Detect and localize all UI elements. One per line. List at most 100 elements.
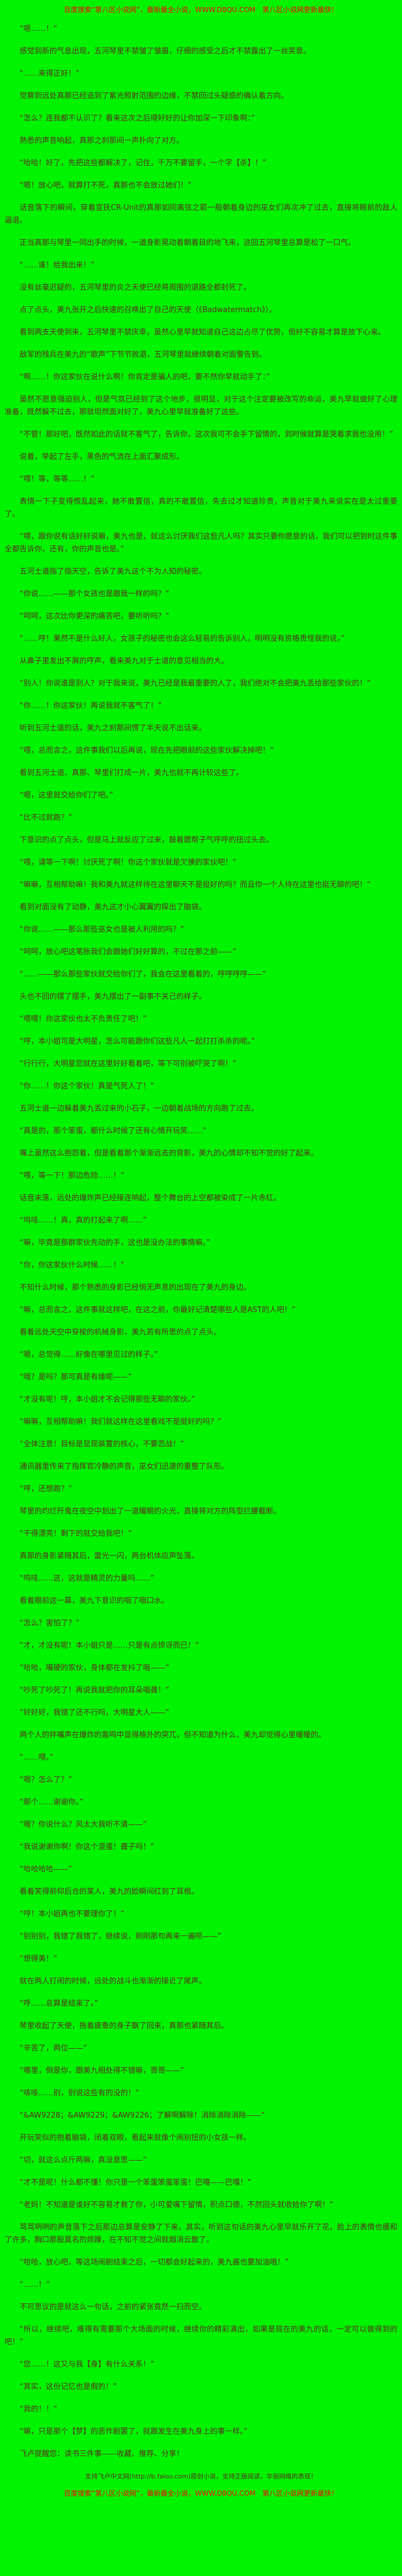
paragraph: “&AW9228；&AW9229；&AW9226；了解啊解除！消除消除消除——” xyxy=(20,2111,265,2120)
paragraph: “你说……——那个女孩也是跟我一样的吗？” xyxy=(20,590,169,598)
paragraph: “全体注意！目标是显现装置的核心，不要恋战！” xyxy=(20,1440,184,1449)
paragraph: 两个人的拌嘴声在爆炸的轰鸣中显得格外的突兀，但不知道为什么，美九却觉得心里暖暖的… xyxy=(20,1731,326,1740)
paragraph: “嘛，毕竟是那群家伙先动的手，这也是没办法的事情嘛。” xyxy=(20,1239,210,1247)
paragraph: 看到对面没有了动静，美九这才小心翼翼的探出了脑袋。 xyxy=(20,903,207,912)
novel-content: “嗯……！” 感觉到新的气息出现，五河琴里不禁皱了皱眉，仔细的感受之后才不禁露出了… xyxy=(5,23,397,2438)
paragraph: “嘛，总而言之，这件事就这样吧，在这之前，你最好记清楚哪些人是AST的人吧！” xyxy=(20,1306,296,1314)
paragraph: “喂！等，等等……！” xyxy=(20,475,95,484)
paragraph: “所以，继续吧，难得有需要那个大场面的时候，继续你的精彩演出，如果是现在的美九的… xyxy=(5,2325,397,2347)
paragraph: 通讯器里传来了指挥官冷静的声音，巫女们迅速的重整了队形。 xyxy=(20,1462,229,1471)
paragraph: 敌军的残兵在美九的“歌声”下节节败退，五河琴里就继续朝着对面警告到。 xyxy=(20,351,266,359)
paragraph: “比不过就跑？” xyxy=(20,814,72,822)
paragraph: “喂，跟你说有话好好说嘛，美九也是，就这么讨厌我们这些凡人吗？其实只要你愿意的话… xyxy=(5,532,397,554)
paragraph: “呵呵，放心吧这笔账我们会跟她们好好算的，不过在那之前——” xyxy=(20,948,237,956)
paragraph: “嘛，只是那个【梦】的恶作剧罢了，就跟发生在美九身上的事一样。” xyxy=(20,2427,248,2436)
paragraph: “行行行，大明星您就在这里好好看着吧，等下可别被吓哭了啊！” xyxy=(20,1060,237,1068)
header-promo-text: 百度搜索“第八区小说网”，最新最全小说，WWW.D8QU.COM 第八区小说网更… xyxy=(64,6,338,14)
paragraph: “别人！你说谁是别人？对于我来说，美九已经是我最重要的人了，我们绝对不会把美九丢… xyxy=(20,679,371,688)
paragraph: “怎么？害怕了？” xyxy=(20,1619,80,1628)
paragraph: “嗯，总觉得……好像在哪里见过的样子。” xyxy=(20,1351,158,1359)
paragraph: 看着眼前这一幕，美九下意识的咽了咽口水。 xyxy=(20,1597,169,1605)
paragraph: “想得美！” xyxy=(20,1955,57,1963)
paragraph: “嗯？怎么了？” xyxy=(20,1776,72,1784)
paragraph: 看到两支天使到来，五河琴里不禁庆幸，虽然心里早就知道自己这边占尽了优势，但好不容… xyxy=(20,328,386,337)
paragraph: 说着，举起了左手，黑色的气流在上面汇聚成形。 xyxy=(20,453,184,461)
footer-promo-text: 百度搜索“第八区小说网”，最新最全小说，WWW.D8QU.COM 第八区小说网更… xyxy=(64,2489,338,2497)
paragraph: “怎么？连我都不认识了？看来这次之后得好好的让你加深一下印象啊：” xyxy=(20,114,255,123)
paragraph: 虽然不愿意强迫别人，但是气氛已经到了这个地步，很明显，对于这个注定要被改写的命运… xyxy=(5,395,397,417)
paragraph: “哪里，倒是你，跟美九相处得不错嘛，哥哥——” xyxy=(20,2067,184,2075)
paragraph: 五河士道指了指天空，告诉了美九这个不为人知的秘密。 xyxy=(20,567,207,576)
paragraph: 话音未落，远处的爆炸声已经接连响起，整个舞台的上空都被染成了一片赤红。 xyxy=(20,1194,281,1203)
paragraph: 不可思议的是就这么一句话，之前的紧张竟然一扫而空。 xyxy=(20,2303,207,2312)
paragraph: “……哼！果然不是什么好人，女孩子的秘密也会这么轻易的告诉别人，明明没有资格责怪… xyxy=(20,635,345,643)
paragraph: “哈哈，放心吧，等这场闹剧结束之后，一切都会好起来的，美九酱也要加油哦！” xyxy=(20,2258,289,2267)
paragraph: “才没有呢！哼，本小姐才不会记得那些无聊的家伙。” xyxy=(20,1395,195,1404)
paragraph: 琴里的灼烂歼鬼在夜空中划出了一道耀眼的火光，直接将对方的阵型拦腰截断。 xyxy=(20,1507,281,1516)
paragraph: 就在两人打闹的时候，远处的战斗也渐渐的接近了尾声。 xyxy=(20,1977,207,1986)
paragraph: “嗯……！” xyxy=(20,25,57,33)
paragraph: “……——那么那些家伙就交给你们了，我会在这里看着的，哼哼哼哼——” xyxy=(20,970,266,979)
paragraph: “嗯，这里就交给你们了吧。” xyxy=(20,791,113,800)
paragraph: 不知什么时候，那个熟悉的身影已经悄无声息的出现在了美九的身边。 xyxy=(20,1283,252,1292)
paragraph: “哈哈！好了，先把这些都解决了，记住，千万不要留手，一个字【杀】！” xyxy=(20,159,266,168)
paragraph: “干得漂亮！剩下的就交给我吧！” xyxy=(20,1530,132,1538)
paragraph: “……来得正好！” xyxy=(20,69,80,78)
paragraph: “才不是呢！什么都不懂！你只是一个笨蛋笨蛋笨蛋！巴嘎——巴嘎！” xyxy=(20,2178,252,2187)
paragraph: 表情一下子变得慌乱起来，她不敢置信，真的不敢置信，失去过才知道珍贵，声音对于美九… xyxy=(5,497,397,519)
paragraph: 看着远处天空中穿梭的机械身影，美九若有所思的点了点头。 xyxy=(20,1328,222,1337)
paragraph: “你……！你这家伙！再说我就不客气了！” xyxy=(20,702,162,710)
paragraph: “切，就这么点斤两嘛，真没意思——” xyxy=(20,2156,147,2165)
paragraph: 骂骂咧咧的声音落下之后那边总算是安静了下来，其实，听到这句话的美九心里早就乐开了… xyxy=(5,2223,397,2244)
paragraph: “喂，总而言之，这件事我们以后再说，现在先把眼前的这些家伙解决掉吧！” xyxy=(20,746,274,755)
paragraph: “喂喂！你这家伙也太不负责任了吧！” xyxy=(20,1015,147,1024)
paragraph: “喂，请等一下啊！讨厌死了啊！你这个家伙就是欠揍的家伙吧！” xyxy=(20,858,237,867)
paragraph: 话音落下的瞬间，穿着宣抚CR-Unit的真那如同离弦之箭一般朝着身边的巫女们再次… xyxy=(5,204,397,225)
paragraph: 没有丝毫迟疑的，五河琴里的炎之天使已经将周围的退路全都封死了。 xyxy=(20,283,252,292)
paragraph: “才，才没有呢！本小姐只是……只是有点惊讶而已！” xyxy=(20,1641,199,1650)
paragraph: “那个……谢谢你。” xyxy=(20,1798,83,1807)
paragraph: 真那的身影紧随其后，雷光一闪，两台机体应声坠落。 xyxy=(20,1552,199,1561)
paragraph: “你，你这家伙什么时候……！” xyxy=(20,1261,125,1270)
paragraph: 下意识的点了点头，但是马上就反应了过来，鼓着腮帮子气呼呼的扭过头去。 xyxy=(20,836,274,845)
paragraph: “我的！！” xyxy=(20,2405,57,2414)
paragraph: 嘴上虽然这么抱怨着，但是看着那个渐渐远去的背影，美九的心情却不知不觉的好了起来。 xyxy=(20,1149,319,1158)
paragraph: “啊……！你这家伙在说什么啊！你肯定是骗人的吧，要不然你早就动手了：” xyxy=(20,373,270,382)
paragraph: “真是的，那个笨蛋，都什么时候了还有心情开玩笑……” xyxy=(20,1127,207,1135)
paragraph: “……谁！给我出来！” xyxy=(20,261,95,270)
paragraph: “哼，还想跑？” xyxy=(20,1485,72,1493)
paragraph: “你说……——那么那些巫女也是被人利用的吗？” xyxy=(20,925,184,934)
paragraph: “嗯！放心吧，就算打不死，真那也不会放过她们！” xyxy=(20,181,192,190)
paragraph: “哈哈哈哈——” xyxy=(20,1865,72,1874)
paragraph: “……！” xyxy=(20,2281,50,2289)
paragraph: “哦？你说什么？风太大我听不清——” xyxy=(20,1820,147,1829)
paragraph: “别别别，我错了我错了，继续说，刚刚那句再来一遍呗——” xyxy=(20,1932,222,1941)
paragraph: 琴里收起了天使，拖着疲惫的身子飘了回来，真那也紧随其后。 xyxy=(20,2022,229,2030)
paragraph: “哦？是吗？那可真是有缘呢——” xyxy=(20,1373,132,1382)
paragraph: 头也不回的摆了摆手，美九摆出了一副事不关己的样子。 xyxy=(20,993,207,1001)
paragraph: “好好好，我错了还不行吗，大明星大人——” xyxy=(20,1709,169,1717)
paragraph: 熟悉的声音响起，真那之刹那间一声扑向了对方。 xyxy=(20,137,184,145)
faloo-reminder-text: 飞卢提醒您：读书三件事——收藏、推荐、分享！ xyxy=(20,2450,184,2458)
paragraph: “哼！本小姐再也不要理你了！” xyxy=(20,1910,125,1919)
paragraph: “……喂。” xyxy=(20,1753,53,1762)
paragraph: “老妈！不知道是谁好不容易才救了你，小可爱嘴下留情，积点口德，不然回头就收拾你了… xyxy=(20,2201,334,2209)
paragraph: 看着笑得前仰后合的某人，美九的脸瞬间红到了耳根。 xyxy=(20,1888,199,1896)
paragraph: “你……！你这个家伙！真是气死人了！” xyxy=(20,1082,154,1091)
paragraph: “咳咳……别，别说这些有的没的！” xyxy=(20,2089,140,2098)
paragraph: 看到五河士道、真那、琴里们打成一片，美九也就不再计较这些了。 xyxy=(20,769,244,777)
paragraph: 从鼻子里发出不屑的哼声，看来美九对于士道的意见相当的大。 xyxy=(20,657,229,666)
paragraph: “呜哇……这，这就是精灵的力量吗……” xyxy=(20,1574,154,1583)
paragraph: “哼，本小姐可是大明星，怎么可能跟你们这些凡人一起打打杀杀的呢。” xyxy=(20,1037,255,1046)
paragraph: “嘛嘛，互相帮助嘛！我们就这样在这里看戏不是挺好的吗？” xyxy=(20,1418,222,1426)
paragraph: “您……！这又与我【身】有什么关系！” xyxy=(20,2360,154,2369)
paragraph: “喂，等一下！那边危险……！” xyxy=(20,1172,125,1180)
paragraph: “其实，这份记忆也是假的！” xyxy=(20,2383,117,2391)
paragraph: “不管！那好吧，既然如此的话就不客气了，告诉你，这次我可不会手下留情的，到时候就… xyxy=(20,430,393,439)
paragraph: “呼……总算是结束了。” xyxy=(20,1999,98,2008)
paragraph: 开玩笑似的抱着脑袋，闭着双眼，看起来就像个闹别扭的小女孩一样。 xyxy=(20,2134,252,2142)
faloo-support-text: 支持飞卢中文网(http://b.faloo.com)原创小说，支持正版阅读，华… xyxy=(85,2473,317,2480)
paragraph: “我说谢谢你啊！你这个混蛋！聋子吗！” xyxy=(20,1843,154,1851)
paragraph: 感觉到新的气息出现，五河琴里不禁皱了皱眉，仔细的感受之后才不禁露出了一丝笑意。 xyxy=(20,47,311,56)
paragraph: 觉察到远处真那已经追到了紫光照射范围的边缘，不禁回过头疑惑的确认着方向。 xyxy=(20,92,289,100)
